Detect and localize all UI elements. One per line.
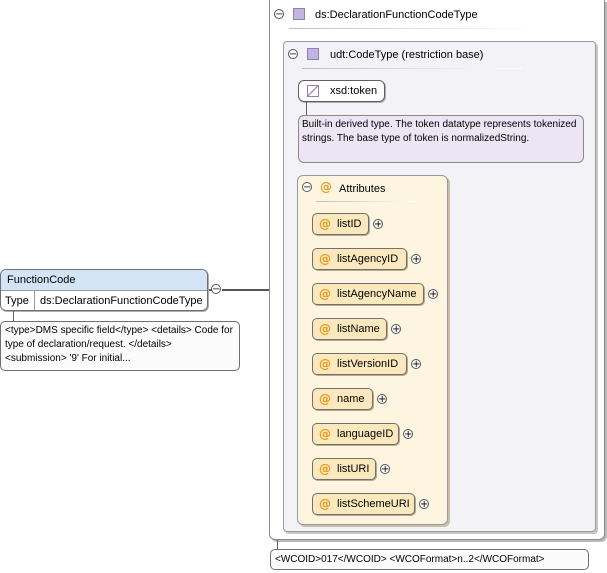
appinfo-note: <WCOID>017</WCOID> <WCOFormat>n..2</WCOF… [270, 549, 589, 570]
restriction-header-line [302, 68, 522, 69]
element-type-label: Type [1, 291, 35, 310]
base-type-stem [306, 102, 307, 115]
attribute-label: listAgencyName [337, 288, 417, 300]
attribute-listVersionID[interactable]: @ listVersionID [312, 353, 407, 375]
attribute-icon: @ [319, 252, 331, 266]
expand-listName-icon[interactable]: + [391, 324, 401, 335]
complex-type-name: ds:DeclarationFunctionCodeType [315, 9, 478, 21]
attribute-icon: @ [319, 462, 331, 476]
attributes-title: Attributes [339, 183, 386, 195]
collapse-element-icon[interactable]: − [211, 284, 221, 295]
collapse-complex-type-icon[interactable]: − [274, 9, 284, 20]
restriction-type-icon [307, 48, 319, 60]
connector-line [222, 289, 269, 291]
expand-listSchemeURI-icon[interactable]: + [419, 499, 429, 510]
expand-name-icon[interactable]: + [377, 394, 387, 405]
element-type-value: ds:DeclarationFunctionCodeType [40, 295, 203, 307]
attribute-listAgencyID[interactable]: @ listAgencyID [312, 248, 407, 270]
base-type-box[interactable]: xsd:token [298, 80, 385, 102]
attribute-label: listURI [337, 463, 370, 475]
attribute-listID[interactable]: @ listID [312, 213, 369, 235]
attribute-icon: @ [319, 357, 331, 371]
simple-type-icon [307, 85, 319, 97]
expand-listVersionID-icon[interactable]: + [411, 359, 421, 370]
attribute-label: listVersionID [337, 358, 399, 370]
attribute-listURI[interactable]: @ listURI [312, 458, 376, 480]
base-type-name: xsd:token [330, 85, 378, 97]
expand-listAgencyID-icon[interactable]: + [411, 254, 421, 265]
attribute-listSchemeURI[interactable]: @ listSchemeURI [312, 493, 415, 515]
attribute-icon: @ [319, 427, 331, 441]
attribute-icon: @ [319, 497, 331, 511]
base-type-documentation: Built-in derived type. The token datatyp… [298, 115, 584, 163]
expand-listID-icon[interactable]: + [373, 219, 383, 230]
expand-listAgencyName-icon[interactable]: + [428, 289, 438, 300]
collapse-attributes-icon[interactable]: − [302, 182, 312, 193]
footer-note-stem [277, 540, 278, 549]
attribute-label: listName [337, 323, 380, 335]
collapse-restriction-icon[interactable]: − [288, 49, 298, 60]
element-doc-stem [13, 311, 14, 321]
attribute-icon: @ [319, 322, 331, 336]
element-documentation: <type>DMS specific field</type> <details… [0, 321, 240, 371]
attribute-label: languageID [337, 428, 394, 440]
attribute-icon: @ [319, 217, 331, 231]
attribute-icon: @ [319, 287, 331, 301]
attribute-listName[interactable]: @ listName [312, 318, 387, 340]
attribute-label: listAgencyID [337, 253, 399, 265]
attribute-name[interactable]: @ name [312, 388, 373, 410]
attribute-group-icon: @ [320, 180, 332, 194]
expand-languageID-icon[interactable]: + [403, 429, 413, 440]
attributes-header-line [316, 201, 416, 202]
attribute-listAgencyName[interactable]: @ listAgencyName [312, 283, 424, 305]
complex-type-header-line [289, 28, 539, 29]
element-type-row: Type ds:DeclarationFunctionCodeType [1, 291, 207, 310]
attribute-label: listSchemeURI [337, 498, 410, 510]
restriction-name: udt:CodeType (restriction base) [330, 49, 484, 61]
complex-type-icon [293, 8, 305, 20]
element-name: FunctionCode [1, 270, 207, 291]
attribute-label: listID [337, 218, 362, 230]
expand-listURI-icon[interactable]: + [380, 464, 390, 475]
element-box[interactable]: FunctionCode Type ds:DeclarationFunction… [0, 269, 208, 311]
attribute-label: name [337, 393, 365, 405]
attribute-languageID[interactable]: @ languageID [312, 423, 399, 445]
attribute-icon: @ [319, 392, 331, 406]
